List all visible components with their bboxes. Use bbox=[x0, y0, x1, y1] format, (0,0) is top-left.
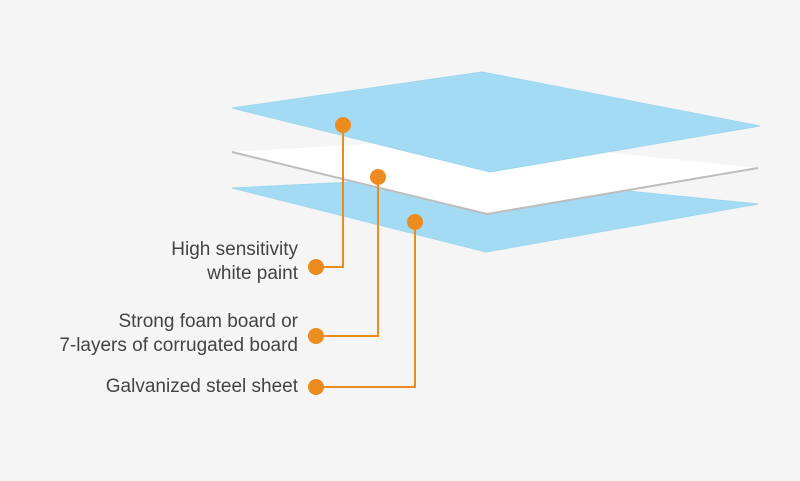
callout-dot-paint-label bbox=[308, 259, 324, 275]
label-core-board-line2: 7-layers of corrugated board bbox=[59, 335, 298, 356]
label-white-paint-line2: white paint bbox=[207, 263, 298, 284]
callout-dot-paint-top bbox=[335, 117, 351, 133]
callout-line-core bbox=[316, 177, 379, 337]
label-steel-sheet: Galvanized steel sheet bbox=[106, 375, 298, 399]
label-core-board-line1: Strong foam board or bbox=[118, 311, 298, 332]
middle-core-layer bbox=[232, 138, 758, 214]
callout-dot-core-label bbox=[308, 328, 324, 344]
middle-core-layer-edge bbox=[231, 151, 759, 216]
top-painted-sheet bbox=[231, 71, 761, 173]
callout-line-steel bbox=[316, 222, 416, 388]
callout-line-paint bbox=[316, 125, 344, 268]
callout-dot-core-top bbox=[370, 169, 386, 185]
label-steel-sheet-line1: Galvanized steel sheet bbox=[105, 376, 298, 397]
label-white-paint: High sensitivity white paint bbox=[171, 238, 298, 286]
callout-dot-steel-label bbox=[308, 379, 324, 395]
label-core-board: Strong foam board or 7-layers of corruga… bbox=[59, 310, 298, 358]
callout-dot-steel-top bbox=[407, 214, 423, 230]
label-white-paint-line1: High sensitivity bbox=[171, 239, 298, 260]
